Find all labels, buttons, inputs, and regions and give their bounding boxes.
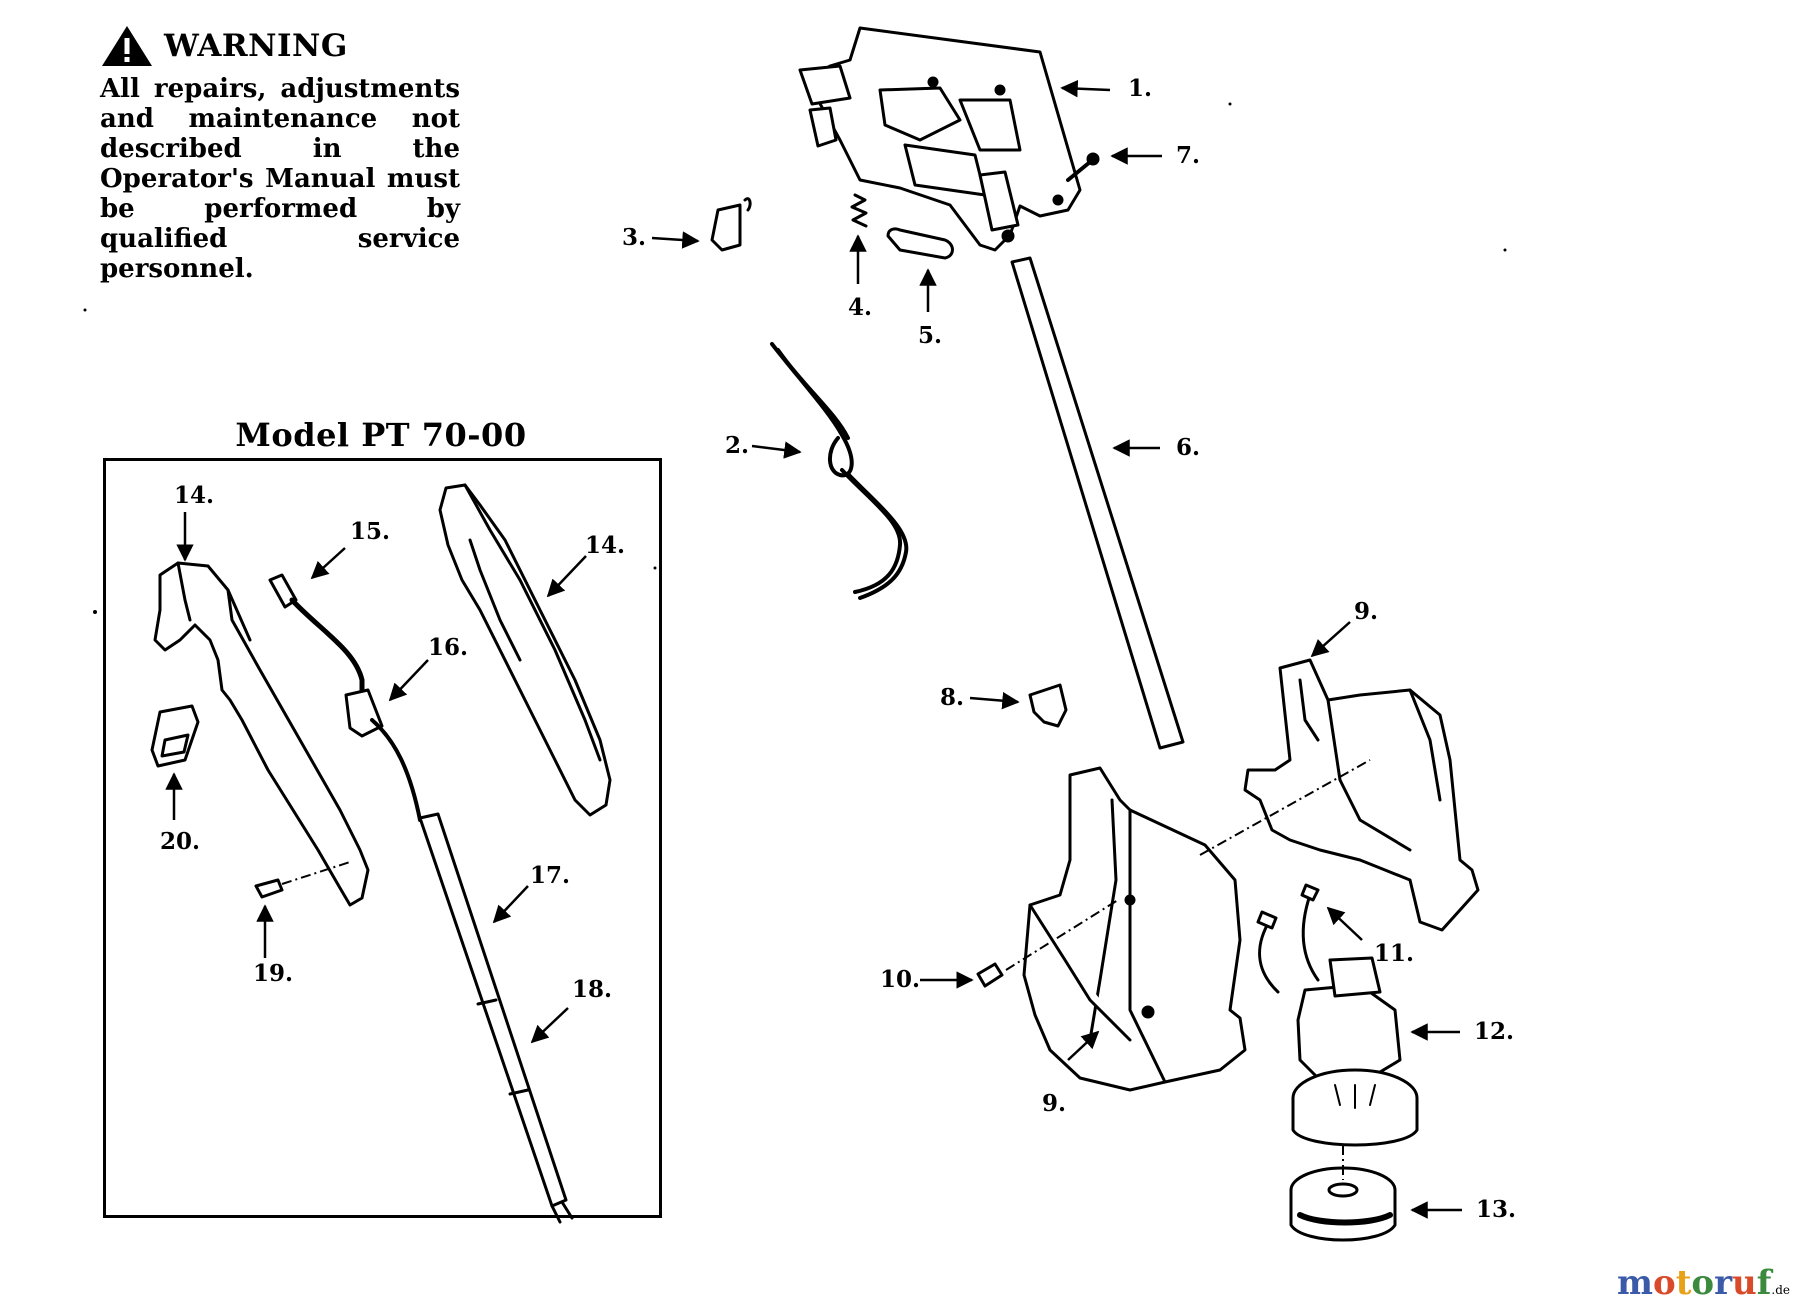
part-15-16-cord-set [268, 573, 422, 822]
watermark-letter: r [1714, 1263, 1733, 1303]
watermark-logo: motoruf.de [1617, 1263, 1790, 1303]
arrow-2 [751, 441, 802, 459]
callout-19: 19. [253, 960, 294, 987]
arrow-9-bottom [1067, 1030, 1100, 1061]
arrow-9-top [1310, 621, 1351, 658]
callout-7: 7. [1176, 142, 1201, 169]
part-1-upper-handle [798, 26, 1082, 252]
warning-title: WARNING [164, 28, 348, 64]
part-9-front-housing [1022, 766, 1247, 1092]
warning-block: WARNING All repairs, adjustments and mai… [100, 24, 460, 284]
callout-8: 8. [940, 684, 965, 711]
callout-14-right: 14. [585, 532, 626, 559]
part-19-screw [254, 878, 284, 899]
arrow-18 [530, 1007, 569, 1044]
part-17-18-lower-tube [418, 812, 574, 1224]
alignment-line-19 [281, 861, 351, 885]
callout-18: 18. [572, 976, 613, 1003]
watermark-brand: motoruf [1617, 1263, 1771, 1303]
part-4-spring [850, 193, 868, 228]
callout-10: 10. [880, 966, 921, 993]
callout-17: 17. [530, 862, 571, 889]
part-10-screw [976, 962, 1004, 988]
watermark-letter: f [1756, 1263, 1772, 1303]
callout-9-top: 9. [1354, 598, 1379, 625]
callout-15: 15. [350, 518, 391, 545]
part-3-clip [710, 197, 752, 252]
part-14-right-handle-half [438, 483, 612, 817]
part-20-switch [150, 704, 200, 768]
part-5-lever [886, 227, 954, 260]
watermark-letter: o [1653, 1263, 1676, 1303]
arrow-16 [388, 659, 429, 702]
watermark-letter: o [1691, 1263, 1715, 1303]
watermark-letter: t [1675, 1263, 1692, 1303]
arrow-14-right [546, 555, 587, 598]
part-2-cord [770, 342, 909, 600]
callout-1: 1. [1128, 75, 1153, 102]
warning-triangle-icon [102, 26, 152, 66]
callout-11: 11. [1374, 940, 1415, 967]
part-8-clip [1028, 683, 1068, 728]
callout-5: 5. [918, 322, 943, 349]
arrow-15 [310, 547, 346, 580]
arrow-1 [1060, 79, 1111, 98]
callout-9-bottom: 9. [1042, 1090, 1067, 1117]
callout-14-left: 14. [174, 482, 215, 509]
part-6-shaft-tube [1010, 256, 1185, 750]
part-9-back-housing [1243, 658, 1480, 932]
arrow-3 [651, 231, 700, 249]
watermark-letter: u [1732, 1263, 1757, 1303]
part-13-spool [1289, 1166, 1397, 1242]
callout-13: 13. [1476, 1196, 1517, 1223]
watermark-letter: m [1617, 1263, 1653, 1303]
arrow-11 [1326, 906, 1363, 941]
model-title: Model PT 70-00 [235, 416, 527, 454]
alignment-line-10 [1005, 899, 1119, 971]
callout-20: 20. [160, 828, 201, 855]
watermark-suffix: .de [1771, 1283, 1790, 1297]
warning-heading: WARNING [100, 24, 460, 68]
callout-6: 6. [1176, 434, 1201, 461]
arrow-17 [492, 885, 529, 924]
part-11-wires [1256, 883, 1320, 994]
part-7-screw [1066, 152, 1100, 182]
alignment-line-housing [1199, 759, 1371, 856]
callout-4: 4. [848, 294, 873, 321]
model-inset-frame [103, 458, 662, 1218]
part-12-motor [1291, 956, 1419, 1147]
arrow-8 [969, 691, 1020, 710]
callout-12: 12. [1474, 1018, 1515, 1045]
callout-16: 16. [428, 634, 469, 661]
callout-3: 3. [622, 224, 647, 251]
warning-text: All repairs, adjustments and maintenance… [100, 74, 460, 284]
callout-2: 2. [725, 432, 750, 459]
